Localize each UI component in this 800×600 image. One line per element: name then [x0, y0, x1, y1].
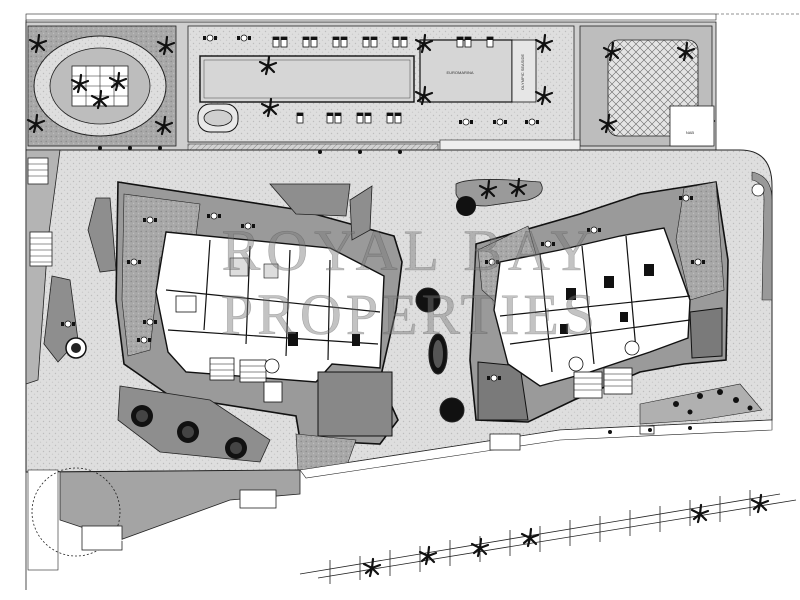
kids-pool [419, 39, 513, 103]
east-building [469, 181, 729, 423]
south-planter [439, 397, 465, 423]
hedge-row [187, 139, 581, 153]
west-island-lawn [87, 197, 117, 273]
watermark-line-1: ROYAL BAY [222, 218, 599, 283]
south-round-planters [131, 405, 247, 459]
swimming-pool [199, 55, 415, 103]
east-building-footprint [493, 227, 691, 387]
west-building [115, 181, 403, 471]
south-east-shrubs [639, 383, 763, 425]
street [120, 470, 800, 600]
right-garden: NAB [579, 25, 716, 147]
pool-deck: EUROMARINA OLYMPIC SEASIDE [187, 25, 575, 143]
road-edge [299, 419, 773, 479]
oval-garden [26, 25, 177, 147]
watermark: ROYAL BAY PROPERTIES [221, 218, 599, 348]
central-lawn [269, 183, 351, 217]
west-lawn [25, 149, 61, 385]
southwest-turning-circle [27, 467, 123, 571]
watermark-line-2: PROPERTIES [221, 282, 599, 347]
west-stairs [27, 157, 53, 267]
corner-label: NAB [686, 130, 695, 135]
bollards [98, 146, 692, 434]
pool-label: EUROMARINA [446, 70, 473, 75]
amenity-strip: EUROMARINA OLYMPIC SEASIDE [25, 21, 717, 153]
central-planter [415, 287, 441, 313]
kids-pool-label: OLYMPIC SEASIDE [520, 54, 525, 90]
east-hedge [751, 171, 773, 301]
